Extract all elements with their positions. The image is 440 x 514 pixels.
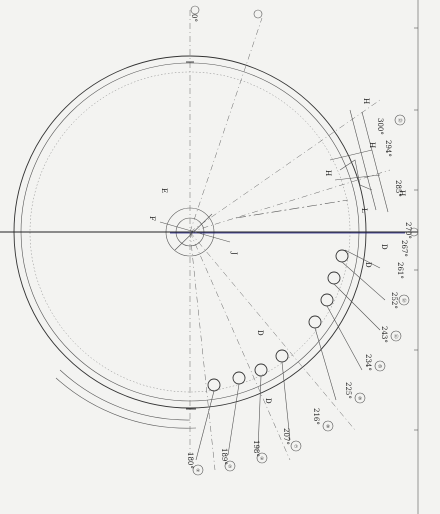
mechanism-line	[361, 111, 389, 213]
lower-arc	[59, 369, 191, 421]
angle-label-216: 216°	[312, 408, 320, 425]
leader-line	[344, 249, 381, 269]
component-circle	[335, 249, 349, 263]
leader-line	[281, 361, 291, 441]
letter-label-h: H	[324, 170, 332, 176]
component-circle	[308, 315, 322, 329]
letter-label-l: L	[360, 208, 368, 213]
angle-label-180: 180°	[186, 452, 194, 469]
radial-line	[189, 17, 263, 233]
angle-labels: 0° 180° 189° 198° 207° 216° 225° 234° 24…	[186, 14, 412, 469]
component-circle	[207, 378, 221, 392]
letter-label-e: E	[160, 188, 168, 193]
letter-label-d: D	[364, 262, 372, 268]
callout-circle	[394, 114, 406, 126]
angle-label-207: 207°	[282, 428, 290, 445]
callout-circle	[374, 360, 386, 372]
callout-circle	[192, 464, 204, 476]
dashdot-line	[235, 199, 349, 219]
hub-cross	[159, 221, 231, 243]
leader-line	[257, 375, 262, 451]
letter-label-h: H	[362, 98, 370, 104]
callout-tag: ⑫	[402, 297, 407, 304]
component-circle	[232, 371, 246, 385]
lower-arc-2	[55, 377, 197, 429]
radial-line	[189, 169, 391, 233]
angle-label-267: 267°	[400, 240, 408, 257]
callout-tag: ⑩	[378, 364, 382, 370]
leader-line	[326, 305, 363, 371]
callout-circle	[398, 294, 410, 306]
hub-cross	[174, 213, 213, 251]
leader-line	[195, 390, 215, 461]
callout-tag: ⑧	[326, 424, 330, 430]
radial-line	[189, 99, 381, 233]
callout-circle	[354, 392, 366, 404]
letter-labels: F E J H H H H L D D D D	[148, 98, 406, 404]
component-circle	[327, 271, 341, 285]
letter-label-h: H	[368, 142, 376, 148]
letter-label-d: D	[256, 330, 264, 336]
top-reference-circle	[190, 5, 200, 15]
callout-circle	[322, 420, 334, 432]
component-circle	[254, 363, 268, 377]
callout-tags: ④ ⑤ ⑥ ⑦ ⑧ ⑨ ⑩ ⑪ ⑫ ⑬	[192, 114, 410, 476]
angle-label-225: 225°	[344, 382, 352, 399]
callout-circle	[224, 460, 236, 472]
mechanism-line	[329, 149, 373, 161]
letter-label-d: D	[264, 398, 272, 404]
angle-label-0: 0°	[190, 14, 198, 22]
mechanism-line	[334, 174, 381, 181]
angle-label-189: 189°	[220, 448, 228, 465]
letter-label-d: D	[380, 244, 388, 250]
angle-label-300: 300°	[376, 118, 384, 135]
callout-tag: ⑨	[358, 396, 362, 402]
angle-label-294: 294°	[384, 140, 392, 157]
radial-line	[189, 231, 356, 431]
letter-label-f: F	[148, 216, 156, 221]
angle-label-198: 198°	[252, 440, 260, 457]
callout-tag: ⑪	[394, 333, 399, 340]
mechanism-line	[349, 109, 377, 211]
angle-label-243: 243°	[380, 326, 388, 343]
leader-line	[227, 383, 240, 456]
callout-tag: ④	[196, 468, 200, 474]
angle-label-261: 261°	[396, 262, 404, 279]
callout-circle	[390, 330, 402, 342]
callout-tag: ⑦	[294, 444, 298, 450]
callout-tag: ⑬	[398, 117, 403, 124]
radial-line	[189, 231, 291, 461]
mechanism-detail	[339, 159, 373, 191]
leader-line	[333, 283, 381, 331]
leader-line	[314, 327, 337, 401]
axis-reference-circle	[409, 227, 419, 237]
radial-line	[189, 231, 216, 471]
callout-circle	[290, 440, 302, 452]
angle-label-252: 252°	[390, 292, 398, 309]
callout-tag: ⑥	[260, 456, 264, 462]
callout-tag: ⑤	[228, 464, 232, 470]
leader-line	[341, 261, 386, 301]
angle-label-285: 285°	[394, 180, 402, 197]
top-reference-circle	[253, 9, 263, 19]
letter-label-h: H	[398, 190, 406, 196]
angle-label-234: 234°	[364, 354, 372, 371]
angle-label-270: 270°	[404, 222, 412, 239]
component-circle	[275, 349, 289, 363]
component-circle	[320, 293, 334, 307]
callout-circle	[256, 452, 268, 464]
letter-label-j: J	[230, 251, 238, 255]
